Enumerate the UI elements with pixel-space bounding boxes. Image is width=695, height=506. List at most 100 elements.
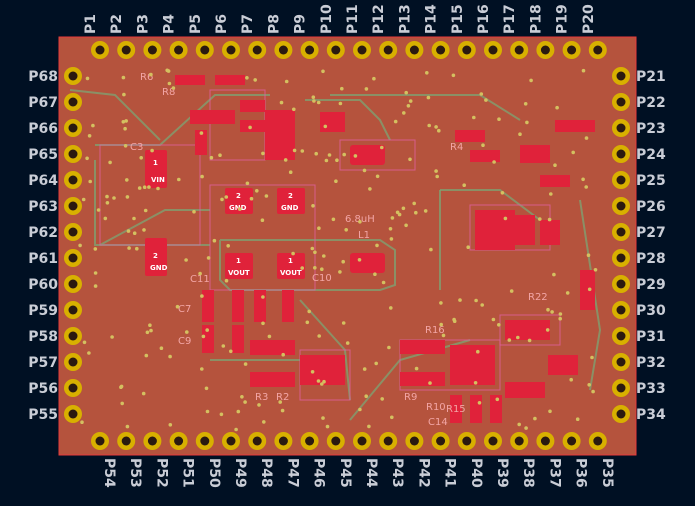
- pin-P9[interactable]: [300, 41, 319, 59]
- pin-P28[interactable]: [612, 249, 630, 267]
- pin-P44[interactable]: [353, 432, 371, 450]
- pin-P64[interactable]: [64, 171, 82, 189]
- pin-P60[interactable]: [64, 275, 82, 293]
- pin-P66[interactable]: [64, 119, 82, 137]
- pin-P4[interactable]: [169, 41, 188, 59]
- pin-P25[interactable]: [612, 171, 630, 189]
- pin-P40[interactable]: [457, 432, 476, 450]
- pin-P46[interactable]: [300, 432, 319, 450]
- pin-label-P5: P5: [188, 14, 204, 34]
- pin-label-P34: P34: [636, 407, 666, 423]
- pin-label-P42: P42: [415, 458, 431, 488]
- pin-P59[interactable]: [64, 301, 82, 319]
- pin-P45[interactable]: [326, 432, 345, 450]
- pin-P30[interactable]: [612, 301, 630, 319]
- pin-P54[interactable]: [91, 432, 109, 450]
- pin-P27[interactable]: [612, 223, 630, 241]
- pin-P42[interactable]: [405, 432, 424, 450]
- pin-P6[interactable]: [222, 41, 240, 59]
- pin-P3[interactable]: [143, 41, 162, 59]
- pin-P8[interactable]: [274, 41, 293, 59]
- pin-P56[interactable]: [64, 379, 82, 397]
- power-pads[interactable]: 1 VIN 2 GND 2 GND 2 GND 1 VOUT 1 VOUT: [145, 150, 305, 279]
- pin-P37[interactable]: [536, 432, 555, 450]
- pin-P11[interactable]: [353, 41, 371, 59]
- pin-P47[interactable]: [274, 432, 293, 450]
- pin-label-P58: P58: [28, 329, 58, 345]
- pin-P62[interactable]: [64, 223, 82, 241]
- ref-c7: C7: [178, 304, 191, 315]
- pin-P51[interactable]: [169, 432, 188, 450]
- pin-label-P47: P47: [284, 458, 300, 488]
- pin-label-P28: P28: [636, 251, 666, 267]
- pin-P12[interactable]: [379, 41, 398, 59]
- pin-P52[interactable]: [143, 432, 162, 450]
- pin-P33[interactable]: [612, 379, 630, 397]
- pin-P26[interactable]: [612, 197, 630, 215]
- pin-P34[interactable]: [612, 405, 630, 423]
- pin-P1[interactable]: [91, 41, 109, 59]
- pad-gnd3-number: 2: [288, 192, 293, 200]
- pin-P2[interactable]: [117, 41, 136, 59]
- pin-P67[interactable]: [64, 93, 82, 111]
- pin-label-P2: P2: [109, 14, 125, 34]
- pin-P21[interactable]: [612, 67, 630, 85]
- pin-P16[interactable]: [484, 41, 502, 59]
- pin-label-P29: P29: [636, 277, 666, 293]
- pin-P55[interactable]: [64, 405, 82, 423]
- pin-P19[interactable]: [562, 41, 581, 59]
- ref-r4: R4: [450, 142, 463, 153]
- pin-P43[interactable]: [379, 432, 398, 450]
- header-pins[interactable]: [64, 41, 630, 450]
- pin-P50[interactable]: [195, 432, 214, 450]
- pin-label-P53: P53: [127, 458, 143, 488]
- pin-P5[interactable]: [195, 41, 214, 59]
- pin-P32[interactable]: [612, 353, 630, 371]
- pin-P17[interactable]: [510, 41, 529, 59]
- pin-P15[interactable]: [457, 41, 476, 59]
- pad-gnd2-label: GND: [229, 204, 247, 212]
- inductor-l1[interactable]: 6.8uH L1: [345, 145, 385, 273]
- pin-P14[interactable]: [431, 41, 450, 59]
- pin-P49[interactable]: [222, 432, 240, 450]
- pin-P65[interactable]: [64, 145, 82, 163]
- pin-label-P26: P26: [636, 199, 666, 215]
- pin-label-P23: P23: [636, 121, 666, 137]
- pin-P20[interactable]: [588, 41, 607, 59]
- pin-label-P59: P59: [28, 303, 58, 319]
- pin-P7[interactable]: [248, 41, 267, 59]
- pin-P10[interactable]: [326, 41, 345, 59]
- pin-label-P55: P55: [28, 407, 58, 423]
- pin-P41[interactable]: [431, 432, 450, 450]
- pin-P68[interactable]: [64, 67, 82, 85]
- pin-P23[interactable]: [612, 119, 630, 137]
- pin-label-P8: P8: [266, 14, 282, 34]
- pin-P53[interactable]: [117, 432, 136, 450]
- smd-components[interactable]: [175, 75, 595, 423]
- pin-label-P46: P46: [311, 458, 327, 488]
- pin-P35[interactable]: [588, 432, 607, 450]
- silk-references: C10 C11 C7 C9 C3 R16 R9 R10 R15 R3 R2 R4…: [130, 72, 548, 428]
- pin-P48[interactable]: [248, 432, 267, 450]
- ref-r22: R22: [528, 292, 548, 303]
- pad-vin-label: VIN: [151, 176, 165, 184]
- pin-P13[interactable]: [405, 41, 424, 59]
- pin-P58[interactable]: [64, 327, 82, 345]
- pin-label-P14: P14: [424, 4, 440, 34]
- pin-P57[interactable]: [64, 353, 82, 371]
- pin-label-P27: P27: [636, 225, 666, 241]
- pin-P63[interactable]: [64, 197, 82, 215]
- pin-P36[interactable]: [562, 432, 581, 450]
- pin-P61[interactable]: [64, 249, 82, 267]
- pin-P22[interactable]: [612, 93, 630, 111]
- pad-gnd3-label: GND: [281, 204, 299, 212]
- pin-P24[interactable]: [612, 145, 630, 163]
- pin-P39[interactable]: [484, 432, 502, 450]
- pin-P29[interactable]: [612, 275, 630, 293]
- pin-P18[interactable]: [536, 41, 555, 59]
- pin-label-P45: P45: [337, 458, 353, 488]
- pin-P38[interactable]: [510, 432, 529, 450]
- pin-P31[interactable]: [612, 327, 630, 345]
- ref-c3: C3: [130, 142, 143, 153]
